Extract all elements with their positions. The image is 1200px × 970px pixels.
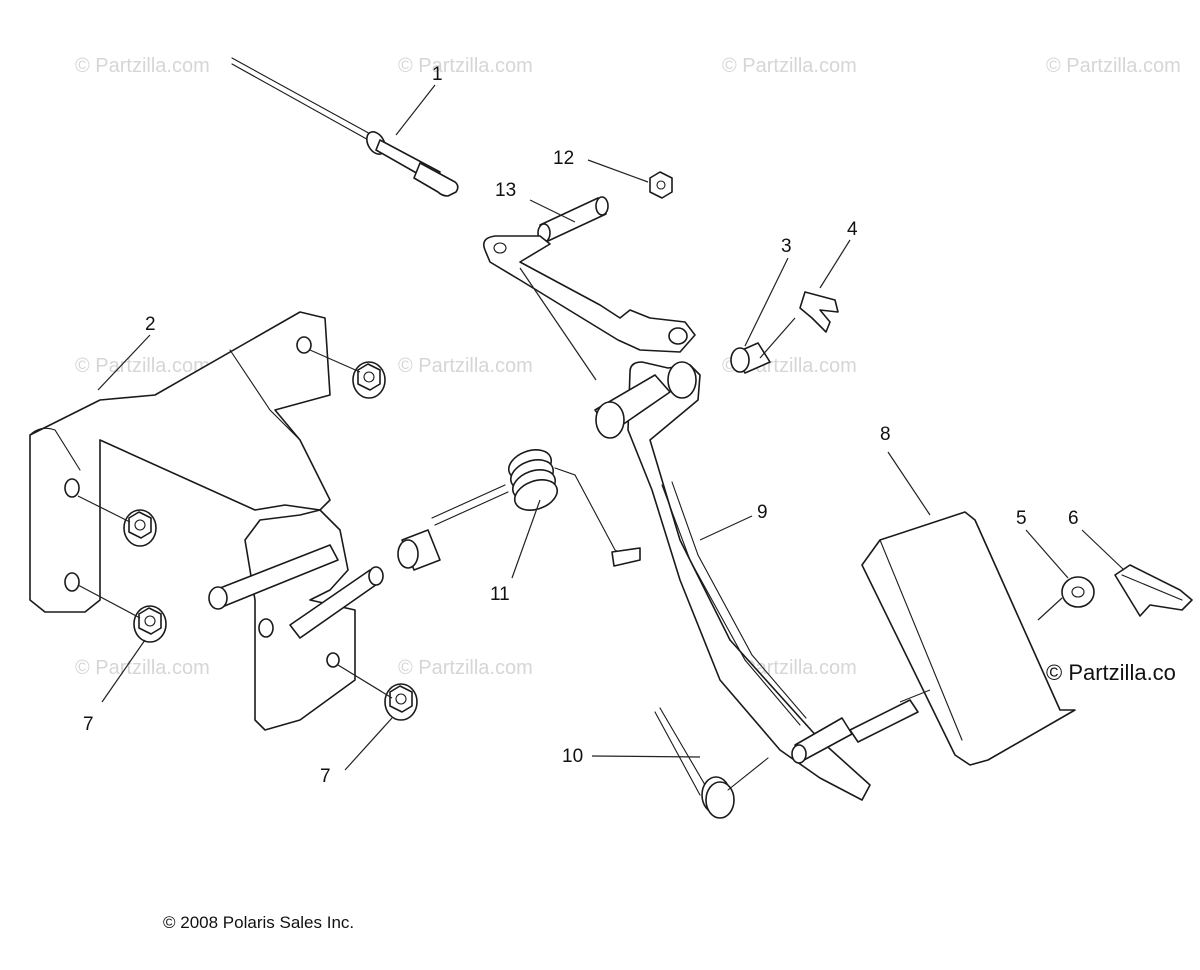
watermark: © Partzilla.com [1046,55,1181,77]
flange-nut [384,683,418,721]
watermark-layer: © Partzilla.com © Partzilla.com © Partzi… [75,55,1181,685]
part-10-spring [654,707,769,819]
callout-13: 13 [495,180,516,201]
part-7-nuts [123,171,673,721]
watermark: © Partzilla.com [75,55,210,77]
watermark: © Partzilla.com [398,355,533,377]
watermark: © Partzilla.com [722,55,857,77]
callout-labels: 1 2 3 4 5 6 7 7 8 9 10 11 12 13 [83,64,1079,787]
nut-12 [649,171,673,199]
flange-nut [123,509,157,547]
callout-leaders [77,84,1125,771]
callout-9: 9 [757,502,768,523]
watermark: © Partzilla.com [398,55,533,77]
callout-4: 4 [847,219,858,240]
part-13-pin [537,196,609,243]
callout-11: 11 [490,584,510,605]
watermark: © Partzilla.com [398,657,533,679]
callout-12: 12 [553,148,574,169]
copyright-notice: © 2008 Polaris Sales Inc. [163,913,354,932]
watermark: © Partzilla.com [75,657,210,679]
callout-7: 7 [83,714,94,735]
callout-10: 10 [562,746,583,767]
part-6-cotter-pin [1114,564,1193,617]
watermark-bold: © Partzilla.co [1046,660,1176,685]
part-11-spring [431,449,641,567]
callout-3: 3 [781,236,792,257]
part-1-cable [231,57,459,197]
part-8-pedal-pad [849,511,1076,766]
watermark: © Partzilla.com [75,355,210,377]
callout-5: 5 [1016,508,1027,529]
part-5-washer [1061,576,1095,608]
part-9-pedal-arm [594,361,871,801]
callout-1: 1 [432,64,443,85]
upper-lever [482,235,696,353]
callout-8: 8 [880,424,891,445]
part-3-bushing [730,342,771,374]
flange-nut [352,361,386,399]
pivot-bushing [397,529,441,571]
flange-nut [133,605,167,643]
part-4-clip [799,291,839,333]
callout-2: 2 [145,314,156,335]
callout-7: 7 [320,766,331,787]
pivot-shaft [208,544,384,639]
callout-6: 6 [1068,508,1079,529]
